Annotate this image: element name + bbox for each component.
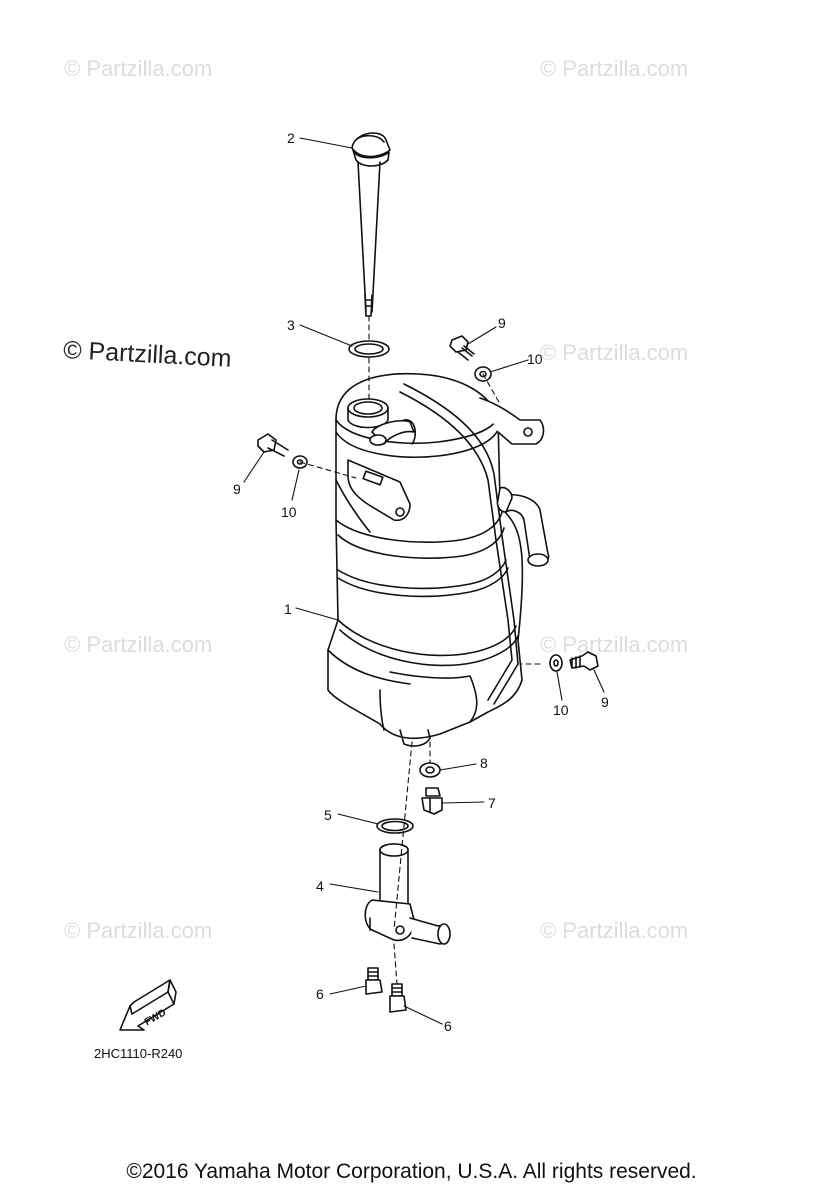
watermark: © Partzilla.com: [540, 340, 689, 365]
callout-3: 3: [287, 317, 295, 333]
copyright-notice: ©2016 Yamaha Motor Corporation, U.S.A. A…: [126, 1160, 697, 1183]
bolt-part-9b: [257, 433, 289, 457]
callout-1: 1: [284, 601, 292, 617]
bolt-part-6a: [365, 967, 383, 995]
pipe-joint-part-4: [364, 843, 451, 945]
o-ring-part-5: [376, 818, 414, 834]
bolt-part-9c: [569, 651, 599, 671]
watermark: © Partzilla.com: [64, 56, 213, 81]
watermark: © Partzilla.com: [540, 918, 689, 943]
fwd-arrow-icon: FWD: [119, 979, 177, 1031]
diagram-code: 2HC1110-R240: [94, 1046, 183, 1061]
callout-8: 8: [480, 755, 488, 771]
callout-10: 10: [527, 351, 543, 367]
bolt-part-6b: [389, 983, 407, 1013]
callout-2: 2: [287, 130, 295, 146]
watermark: © Partzilla.com: [540, 632, 689, 657]
washer-part-10c: [549, 654, 563, 672]
bolt-part-9a: [449, 335, 475, 361]
callout-7: 7: [488, 795, 496, 811]
dipstick-part: [351, 132, 391, 317]
drain-bolt-part-7: [421, 787, 443, 815]
callout-6: 6: [444, 1018, 452, 1034]
watermark: © Partzilla.com: [540, 56, 689, 81]
gasket-part-8: [419, 762, 441, 778]
callout-5: 5: [324, 807, 332, 823]
callout-10: 10: [553, 702, 569, 718]
watermark: © Partzilla.com: [64, 918, 213, 943]
callout-9: 9: [601, 694, 609, 710]
o-ring-part: [348, 340, 390, 358]
watermark: © Partzilla.com: [64, 632, 213, 657]
callout-6: 6: [316, 986, 324, 1002]
callout-9: 9: [233, 481, 241, 497]
callout-10: 10: [281, 504, 297, 520]
callout-9: 9: [498, 315, 506, 331]
oil-tank-part: [327, 372, 550, 747]
callout-4: 4: [316, 878, 324, 894]
